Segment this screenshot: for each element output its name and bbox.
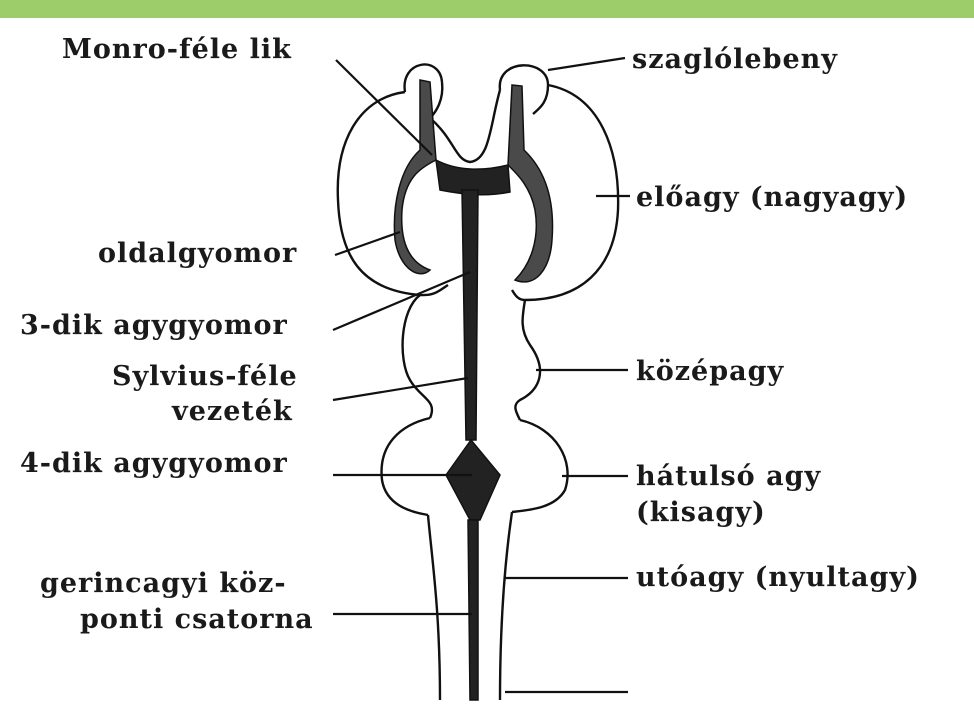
label-eloagy: előagy (nagyagy): [636, 182, 908, 213]
label-sylvius-line1: Sylvius-féle: [112, 361, 298, 392]
label-negyedik-agygyomor: 4-dik agygyomor: [20, 448, 288, 479]
label-oldalgyomor: oldalgyomor: [98, 238, 297, 269]
label-szaglolebeny: szaglólebeny: [632, 44, 838, 75]
label-harmadik-agygyomor: 3-dik agygyomor: [20, 310, 288, 341]
label-hatulso-line2: (kisagy): [636, 497, 766, 528]
label-sylvius-line2: vezeték: [171, 396, 293, 427]
label-monro: Monro-féle lik: [62, 34, 292, 65]
label-gerinc-line1: gerincagyi köz-: [40, 568, 287, 599]
label-hatulso-line1: hátulsó agy: [636, 461, 821, 492]
label-utoagy: utóagy (nyultagy): [636, 562, 920, 593]
label-gerinc-line2: ponti csatorna: [80, 604, 314, 635]
label-kozepagy: középagy: [636, 356, 784, 387]
